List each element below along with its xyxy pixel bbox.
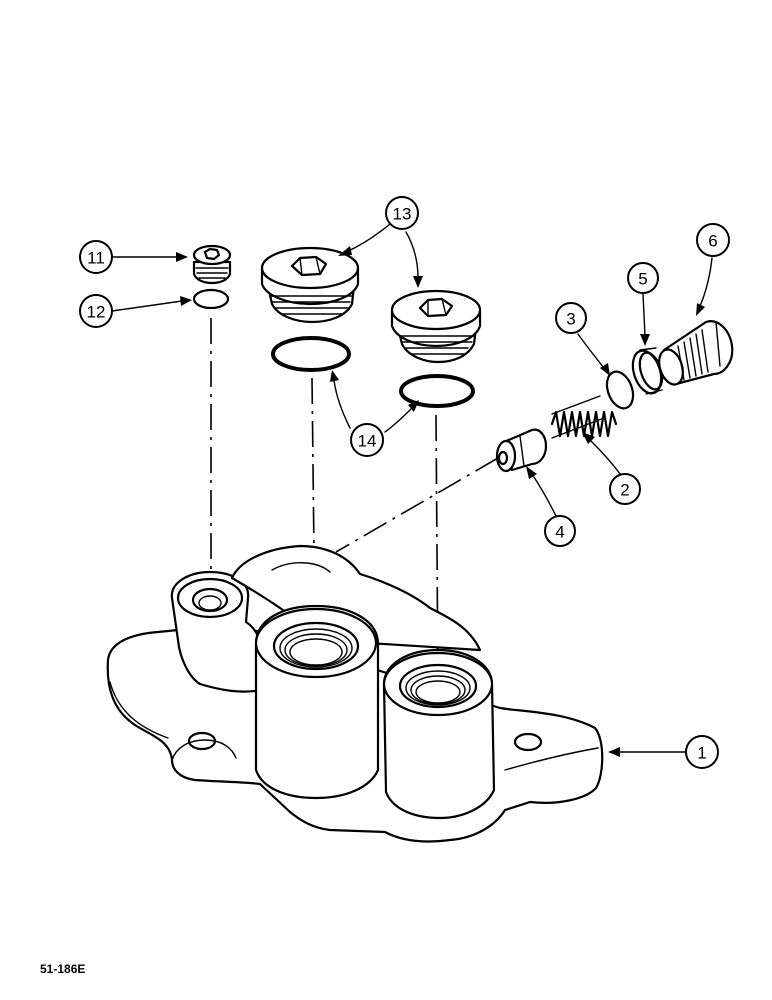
small-plug-part xyxy=(192,244,232,285)
callout-label: 6 xyxy=(708,232,717,251)
small-o-ring-part xyxy=(192,288,230,310)
callout-3: 3 xyxy=(555,302,587,334)
callout-11: 11 xyxy=(79,240,113,274)
callout-12: 12 xyxy=(79,294,113,328)
callout-label: 14 xyxy=(358,432,377,451)
large-plug-part-left xyxy=(260,246,360,324)
callout-2: 2 xyxy=(609,473,641,505)
plunger-part xyxy=(495,428,548,473)
seal-ring-part xyxy=(605,370,635,410)
figure-reference: 51-186E xyxy=(40,962,86,976)
callout-label: 2 xyxy=(620,481,629,500)
callout-label: 1 xyxy=(697,744,706,763)
callout-label: 12 xyxy=(87,303,106,322)
housing-body xyxy=(106,544,604,843)
callout-label: 13 xyxy=(393,205,412,224)
adjuster-cap-part xyxy=(658,320,734,386)
callout-label: 11 xyxy=(87,249,105,268)
callout-14: 14 xyxy=(350,423,384,457)
callout-label: 5 xyxy=(638,270,647,289)
large-o-rings-part xyxy=(271,336,475,408)
callout-1: 1 xyxy=(685,735,719,769)
large-plug-part-right xyxy=(390,289,482,364)
callout-13: 13 xyxy=(385,196,419,230)
spring-part xyxy=(550,395,618,439)
callout-5: 5 xyxy=(627,262,659,294)
callout-label: 3 xyxy=(566,310,575,329)
leader-lines xyxy=(111,223,713,757)
callout-6: 6 xyxy=(696,223,730,257)
callout-4: 4 xyxy=(544,515,576,547)
callout-label: 4 xyxy=(555,523,564,542)
